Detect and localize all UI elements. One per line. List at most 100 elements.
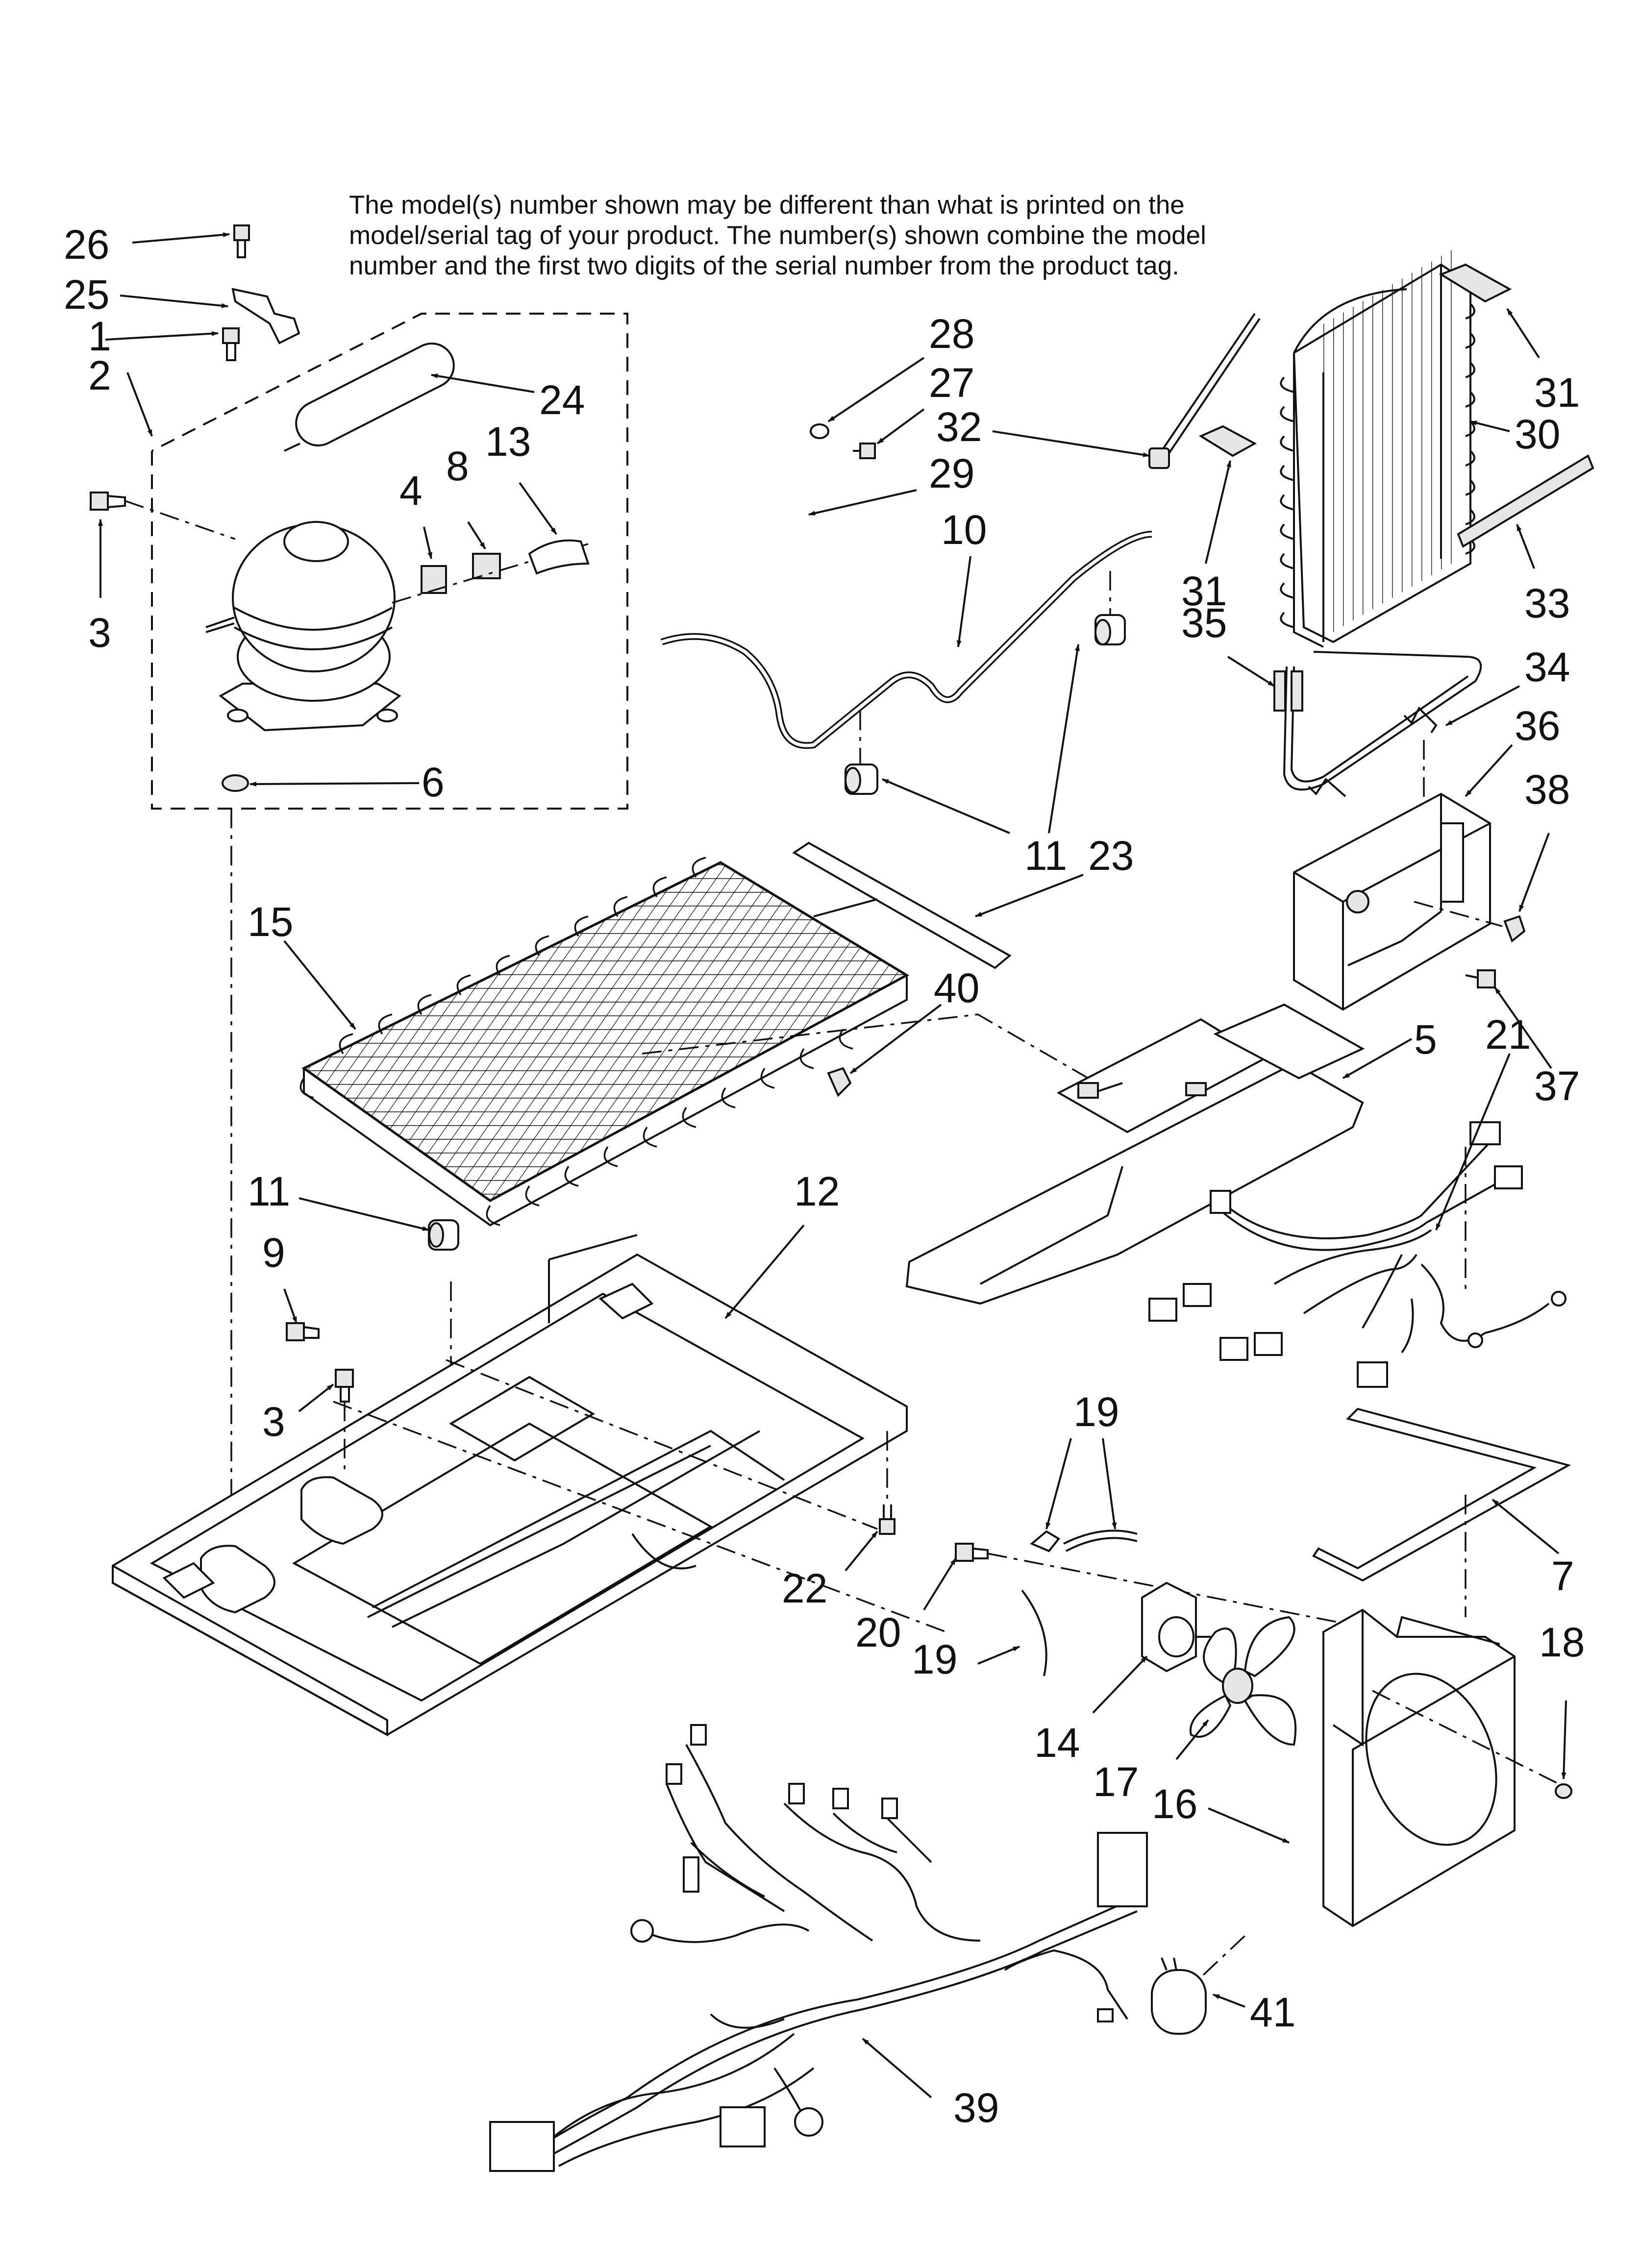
callout-19-top: 19 [1073, 1389, 1119, 1435]
callout-10: 10 [941, 507, 987, 553]
callout-1: 1 [88, 313, 111, 359]
screw-icon [955, 1543, 989, 1562]
cover-icon [528, 539, 590, 575]
grommet-icon [845, 764, 878, 795]
screw-icon [335, 1369, 354, 1403]
callout-37: 37 [1534, 1063, 1580, 1109]
screw-icon [1465, 969, 1496, 988]
defrost-heater-icon [1273, 651, 1482, 791]
callout-7: 7 [1551, 1553, 1574, 1599]
callout-3-lower: 3 [262, 1399, 285, 1445]
callout-23: 23 [1088, 833, 1134, 879]
capacitor-icon [1151, 1957, 1207, 2035]
callout-36: 36 [1515, 703, 1560, 749]
filter-drier-icon [284, 342, 455, 452]
wire-harness-icon [1148, 1121, 1566, 1388]
callout-13: 13 [485, 419, 531, 465]
callout-6: 6 [422, 759, 445, 805]
sensor-wire-icon [1148, 313, 1261, 469]
fan-motor-icon [1141, 1581, 1211, 1673]
model-number-note: The model(s) number shown may be differe… [349, 190, 1476, 281]
screw-icon [233, 224, 250, 258]
callout-5: 5 [1414, 1016, 1437, 1062]
heater-clip-icon [1403, 706, 1438, 734]
heater-clip-icon [1308, 777, 1346, 797]
callout-41: 41 [1250, 1989, 1295, 2035]
callout-9: 9 [262, 1230, 285, 1276]
insulation-pad-icon [1439, 263, 1512, 303]
fan-bracket-clip-icon [1021, 1589, 1047, 1676]
callout-38: 38 [1524, 766, 1570, 813]
callout-31-top: 31 [1534, 370, 1580, 416]
relay-icon [421, 565, 447, 594]
insulation-pad-icon [1198, 425, 1257, 457]
callout-11-top: 11 [1024, 833, 1067, 879]
tape-strip-icon [792, 841, 1012, 969]
callout-32: 32 [936, 404, 982, 450]
callout-4: 4 [399, 468, 423, 514]
callout-8: 8 [446, 443, 469, 489]
suction-tube-icon [660, 531, 1152, 749]
grommet-icon [428, 1219, 459, 1251]
callout-2: 2 [88, 352, 111, 398]
note-line-1: The model(s) number shown may be differe… [349, 191, 1185, 220]
callout-27: 27 [929, 360, 974, 406]
callout-16: 16 [1152, 1781, 1197, 1827]
clip-icon [827, 1067, 852, 1097]
callout-17: 17 [1093, 1759, 1139, 1805]
screw-icon [222, 327, 240, 361]
callout-24: 24 [539, 377, 585, 423]
callout-19-bottom: 19 [912, 1636, 957, 1682]
callout-21: 21 [1485, 1011, 1531, 1058]
callout-labels: 26 25 1 2 24 3 4 8 13 6 28 27 32 29 10 3… [64, 222, 1585, 2131]
callout-31-left: 31 [1181, 568, 1227, 614]
drain-trough-icon [1293, 792, 1491, 1011]
condenser-coil-icon [299, 857, 910, 1227]
callout-28: 28 [929, 311, 974, 357]
callout-22: 22 [782, 1565, 827, 1611]
note-line-2: model/serial tag of your product. The nu… [349, 221, 1206, 250]
note-line-3: number and the first two digits of the s… [349, 251, 1179, 280]
callout-25: 25 [64, 271, 109, 318]
fan-blade-icon [1189, 1616, 1297, 1746]
nut-icon [1555, 1783, 1572, 1799]
insulation-strip-icon [1457, 454, 1594, 548]
callout-34: 34 [1524, 644, 1570, 690]
grommet-icon [1094, 614, 1126, 645]
callout-35: 35 [1181, 600, 1227, 646]
screw-icon [853, 443, 876, 459]
fan-bracket-clip-icon [1030, 1529, 1138, 1553]
callout-15: 15 [248, 899, 293, 945]
leader-arrows [98, 232, 1567, 2098]
evaporator-icon [1280, 247, 1475, 648]
gasket-icon [1312, 1407, 1571, 1582]
screw-icon [90, 492, 126, 511]
overload-icon [472, 553, 501, 579]
compressor-icon [205, 521, 401, 732]
callout-40: 40 [934, 965, 979, 1011]
clamp-icon [810, 423, 829, 439]
callout-20: 20 [855, 1609, 901, 1655]
callout-14: 14 [1034, 1720, 1080, 1766]
clip-icon [1503, 915, 1526, 943]
tubing-group [752, 414, 876, 561]
drain-pan-icon [905, 1003, 1365, 1305]
screw-icon [286, 1322, 320, 1341]
callout-26: 26 [64, 222, 109, 268]
screw-icon [879, 1504, 895, 1535]
callout-30: 30 [1515, 411, 1560, 457]
callout-29: 29 [929, 450, 974, 496]
callout-33: 33 [1524, 580, 1570, 626]
grommet-icon [222, 774, 249, 792]
callout-18: 18 [1539, 1619, 1585, 1665]
callout-3: 3 [88, 610, 111, 656]
callout-11-bottom: 11 [248, 1168, 290, 1214]
compressor-group-boundary [151, 313, 628, 810]
callout-39: 39 [953, 2085, 999, 2131]
main-wire-harness-icon [489, 1724, 1148, 2172]
fan-shroud-icon [1322, 1608, 1516, 1927]
compressor-group [90, 224, 628, 810]
callout-12: 12 [794, 1168, 840, 1214]
